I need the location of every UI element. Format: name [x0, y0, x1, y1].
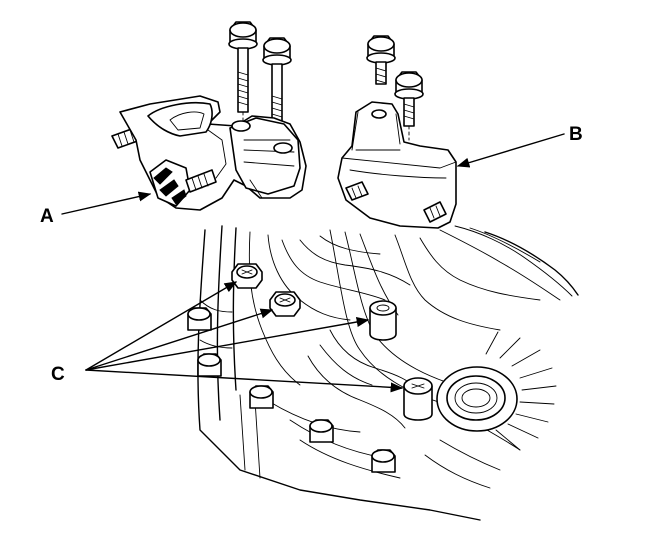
leader-a [61, 191, 152, 215]
callout-label-b: B [569, 124, 583, 145]
case-bolt-2 [269, 291, 301, 317]
mount-bolt-short-2 [394, 71, 424, 127]
case-bolt-misc-2 [197, 353, 222, 377]
leader-c-2 [85, 308, 274, 371]
case-bolt-misc-3 [249, 385, 274, 409]
leader-c-1 [85, 281, 238, 371]
mount-bolt-long-1 [228, 21, 258, 113]
case-stud-3 [369, 300, 397, 341]
seal-fins [485, 331, 557, 451]
case-bolt-1 [231, 263, 263, 289]
leader-c-4 [85, 369, 404, 393]
callout-label-c: C [51, 364, 65, 385]
callout-label-a: A [40, 206, 54, 227]
mount-bolt-short-1 [366, 35, 396, 85]
axle-oil-seal [436, 366, 518, 432]
transmission-mount-a [111, 95, 307, 211]
mount-bolt-long-2 [262, 37, 292, 133]
callout-leaders [61, 133, 565, 393]
case-bolt-misc-1 [187, 307, 212, 331]
case-bolt-misc-4 [309, 419, 334, 443]
case-stud-4 [403, 377, 433, 421]
leader-c-3 [85, 317, 370, 371]
leader-b [456, 133, 565, 168]
case-bolt-misc-5 [371, 449, 396, 473]
mount-bracket-b [337, 101, 457, 229]
